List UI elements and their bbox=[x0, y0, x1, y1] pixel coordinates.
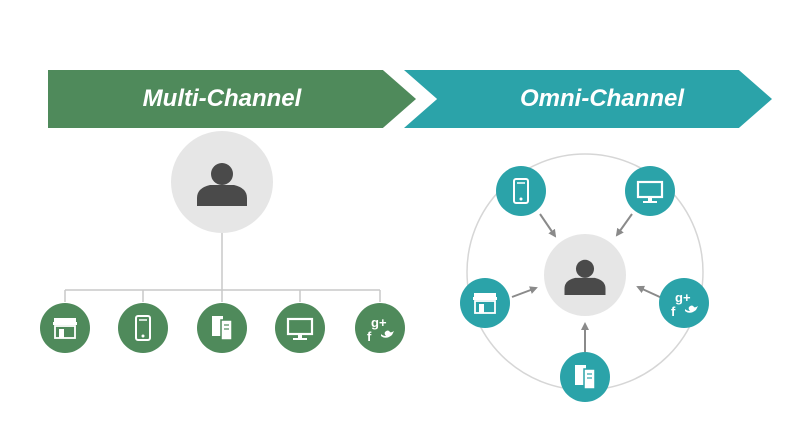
person-icon bbox=[564, 259, 606, 296]
svg-text:g+: g+ bbox=[675, 290, 691, 305]
store-icon bbox=[473, 293, 497, 314]
multi-customer bbox=[171, 131, 273, 233]
person-icon bbox=[197, 163, 247, 206]
omni-customer bbox=[544, 234, 626, 316]
mobile-icon bbox=[135, 315, 151, 341]
social-icon: g+ f bbox=[367, 315, 394, 344]
omni-arrows bbox=[511, 213, 663, 352]
omni-channel-label: Omni-Channel bbox=[519, 85, 684, 112]
svg-text:f: f bbox=[671, 304, 676, 319]
mobile-icon bbox=[513, 178, 529, 204]
multi-channel-label: Multi-Channel bbox=[142, 85, 302, 112]
omni-channel-mobile bbox=[496, 166, 546, 216]
multi-channel-store bbox=[40, 303, 90, 353]
store-icon bbox=[53, 318, 77, 339]
desktop-icon bbox=[636, 180, 664, 203]
multi-channel-catalog bbox=[197, 303, 247, 353]
social-icon: g+ f bbox=[671, 290, 698, 319]
omni-channel-banner: Omni-Channel bbox=[404, 70, 772, 128]
multi-connectors bbox=[64, 232, 381, 302]
omni-channel-social: g+ f bbox=[659, 278, 709, 328]
omni-channel-catalog bbox=[560, 352, 610, 402]
multi-channel-banner: Multi-Channel bbox=[48, 70, 416, 128]
multi-channel-mobile bbox=[118, 303, 168, 353]
desktop-icon bbox=[286, 317, 314, 340]
svg-text:f: f bbox=[367, 329, 372, 344]
multi-channel-social: g+ f bbox=[355, 303, 405, 353]
catalog-icon bbox=[212, 316, 233, 341]
catalog-icon bbox=[575, 365, 596, 390]
omni-channel-desktop bbox=[625, 166, 675, 216]
svg-text:g+: g+ bbox=[371, 315, 387, 330]
multi-channel-desktop bbox=[275, 303, 325, 353]
omni-channel-store bbox=[460, 278, 510, 328]
